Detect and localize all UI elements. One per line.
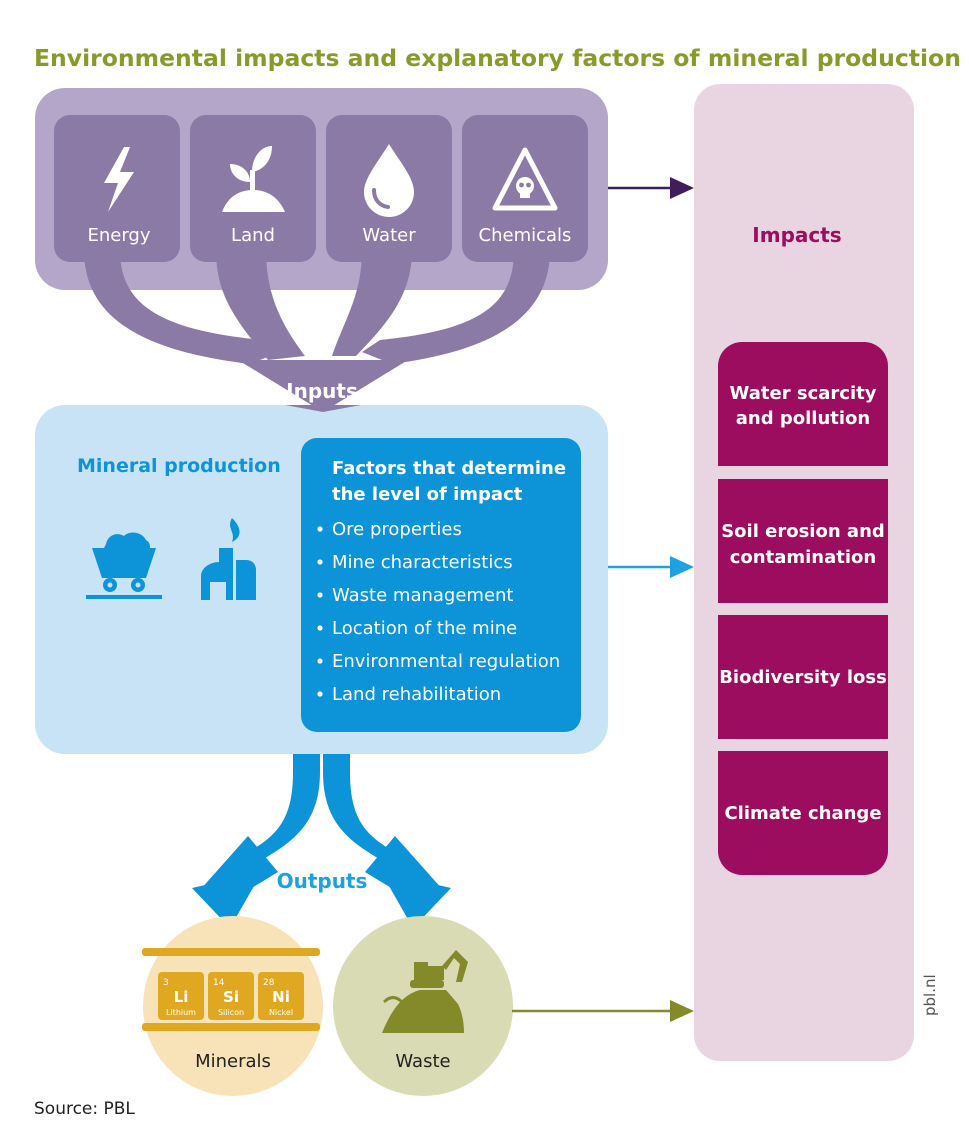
sprout-icon bbox=[222, 146, 285, 212]
input-label: Water bbox=[362, 225, 416, 246]
factors-list: Ore properties Mine characteristics Wast… bbox=[317, 519, 560, 705]
page-title: Environmental impacts and explanatory fa… bbox=[34, 44, 961, 72]
element-number: 14 bbox=[213, 978, 225, 988]
impact-label-line1: Soil erosion and bbox=[721, 521, 885, 542]
credit-label: pbl.nl bbox=[921, 974, 939, 1016]
element-tile-silicon: 14 Si Silicon bbox=[208, 972, 254, 1020]
element-tile-nickel: 28 Ni Nickel bbox=[258, 972, 304, 1020]
minerals-label: Minerals bbox=[195, 1051, 271, 1072]
lightning-icon bbox=[104, 147, 134, 212]
arrow-inputs-to-impacts bbox=[608, 177, 694, 199]
factor-item: Ore properties bbox=[332, 519, 462, 540]
impact-box-climate: Climate change bbox=[718, 751, 888, 875]
input-tile-energy: Energy bbox=[54, 115, 180, 262]
impacts-title: Impacts bbox=[752, 223, 841, 247]
factor-item: Location of the mine bbox=[332, 618, 517, 639]
hazard-skull-icon bbox=[492, 147, 558, 211]
impact-label-line2: and pollution bbox=[736, 408, 870, 429]
impact-box-biodiversity: Biodiversity loss bbox=[718, 615, 888, 739]
input-label: Chemicals bbox=[479, 225, 572, 246]
impact-label: Climate change bbox=[724, 803, 881, 824]
element-number: 28 bbox=[263, 978, 275, 988]
outputs-flow bbox=[192, 754, 451, 928]
element-name: Lithium bbox=[166, 1008, 196, 1017]
impact-box-soil: Soil erosion and contamination bbox=[718, 479, 888, 603]
mine-cart-icon bbox=[86, 532, 162, 599]
element-symbol: Si bbox=[223, 988, 239, 1006]
source-label: Source: PBL bbox=[34, 1099, 135, 1119]
minerals-output: 3 Li Lithium 14 Si Silicon 28 Ni Nickel … bbox=[142, 916, 323, 1096]
factor-item: Mine characteristics bbox=[332, 552, 513, 573]
factor-item: Land rehabilitation bbox=[332, 684, 501, 705]
excavator-icon bbox=[382, 950, 468, 1033]
inputs-label: Inputs bbox=[286, 379, 358, 403]
impact-label-line2: contamination bbox=[730, 547, 876, 568]
impact-label: Biodiversity loss bbox=[719, 667, 887, 688]
input-tile-chemicals: Chemicals bbox=[462, 115, 588, 262]
mineral-production-title: Mineral production bbox=[77, 455, 281, 477]
factory-icon bbox=[201, 518, 256, 600]
element-symbol: Ni bbox=[272, 988, 290, 1006]
arrow-production-to-impacts bbox=[608, 556, 694, 578]
input-tile-water: Water bbox=[326, 115, 452, 262]
impact-label-line1: Water scarcity bbox=[730, 383, 877, 404]
element-symbol: Li bbox=[174, 988, 189, 1006]
element-name: Silicon bbox=[218, 1008, 244, 1017]
input-tile-land: Land bbox=[190, 115, 316, 262]
input-label: Land bbox=[231, 225, 275, 246]
element-tile-lithium: 3 Li Lithium bbox=[158, 972, 204, 1020]
factor-item: Environmental regulation bbox=[332, 651, 560, 672]
factor-item: Waste management bbox=[332, 585, 514, 606]
arrow-outputs-to-impacts bbox=[512, 1000, 694, 1022]
outputs-label: Outputs bbox=[277, 869, 368, 893]
factors-title-line2: the level of impact bbox=[332, 484, 523, 505]
impact-box-water: Water scarcity and pollution bbox=[718, 342, 888, 466]
input-label: Energy bbox=[87, 225, 150, 246]
element-number: 3 bbox=[163, 978, 169, 988]
waste-label: Waste bbox=[395, 1051, 450, 1072]
waste-output: Waste bbox=[333, 916, 513, 1096]
element-name: Nickel bbox=[269, 1008, 293, 1017]
factors-title-line1: Factors that determine bbox=[332, 458, 566, 479]
factors-box bbox=[301, 438, 581, 732]
